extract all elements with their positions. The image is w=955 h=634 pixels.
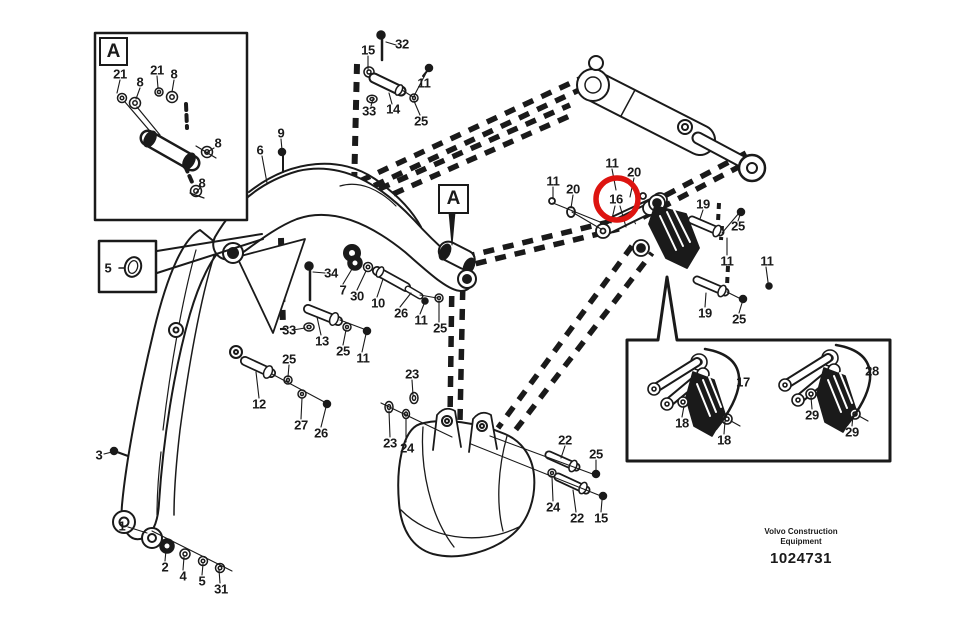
title-block: Volvo Construction Equipment 1024731: [735, 527, 867, 569]
highlight-circle: [593, 175, 641, 223]
link-variants-inset: [625, 275, 892, 463]
boom-arm-drawing: [112, 162, 477, 549]
brand-line-2: Equipment: [780, 537, 822, 546]
oring-detail-box: [97, 233, 264, 294]
brand-line-1: Volvo Construction: [764, 527, 838, 536]
bucket-drawing: [397, 407, 536, 558]
hydraulic-cylinder-drawing: [576, 55, 767, 183]
detail-view-label-box: A: [99, 37, 128, 66]
document-number: 1024731: [770, 550, 832, 567]
section-cut-label-box: A: [438, 184, 469, 214]
section-arrow: [448, 211, 456, 246]
section-cut-letter: A: [446, 188, 461, 209]
dashed-alignment-bands: [278, 63, 752, 434]
detail-view-letter: A: [106, 40, 121, 62]
